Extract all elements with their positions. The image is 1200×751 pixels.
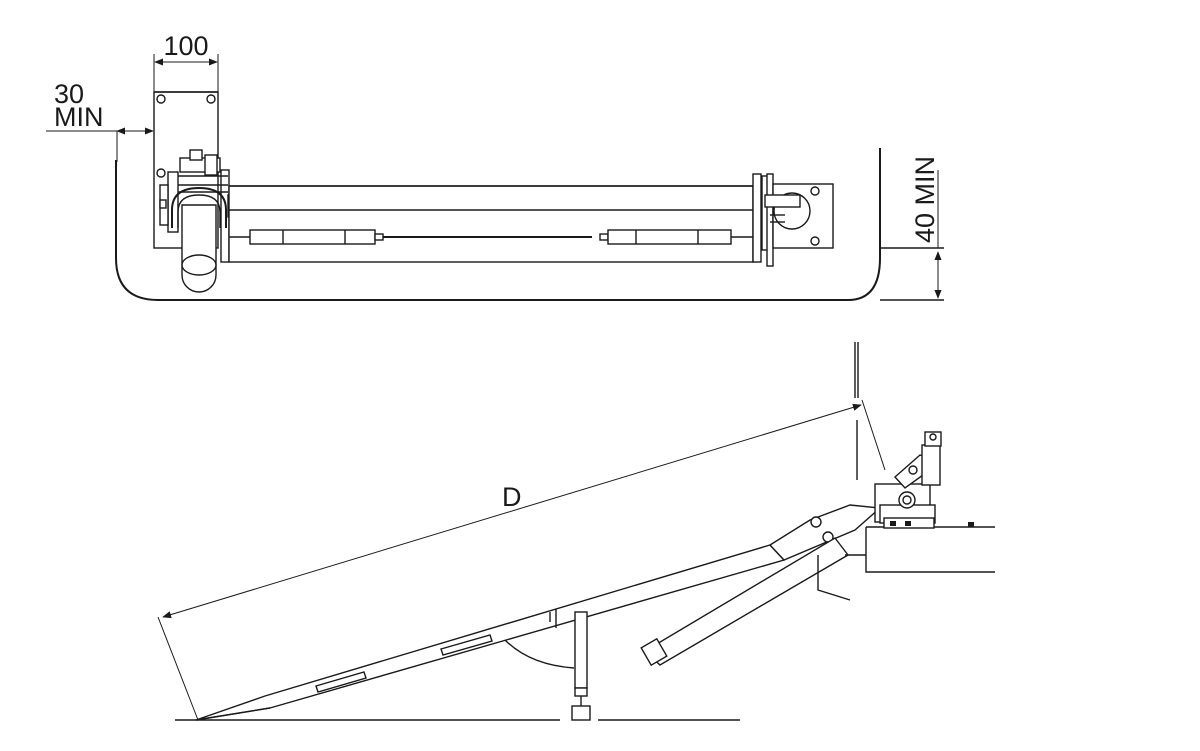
top-view: 100 30 MIN 40 MIN — [46, 31, 944, 301]
width-dimension: 100 — [153, 31, 219, 140]
ramp-body — [228, 185, 754, 263]
hydraulic-cylinder — [181, 204, 217, 293]
side-clearance-dimension: 30 MIN — [46, 79, 154, 162]
length-dimension: D — [157, 399, 886, 721]
side-clearance-value: 30 — [54, 79, 84, 109]
side-clearance-unit: MIN — [54, 102, 104, 132]
dock-platform — [865, 526, 995, 573]
width-label: 100 — [163, 31, 208, 61]
pit-outline — [115, 148, 881, 301]
length-label: D — [502, 482, 522, 512]
bottom-clearance-dimension: 40 MIN — [910, 156, 942, 299]
support-leg — [574, 611, 588, 689]
bottom-clearance-label: 40 MIN — [910, 156, 940, 243]
side-view: D — [157, 342, 995, 721]
